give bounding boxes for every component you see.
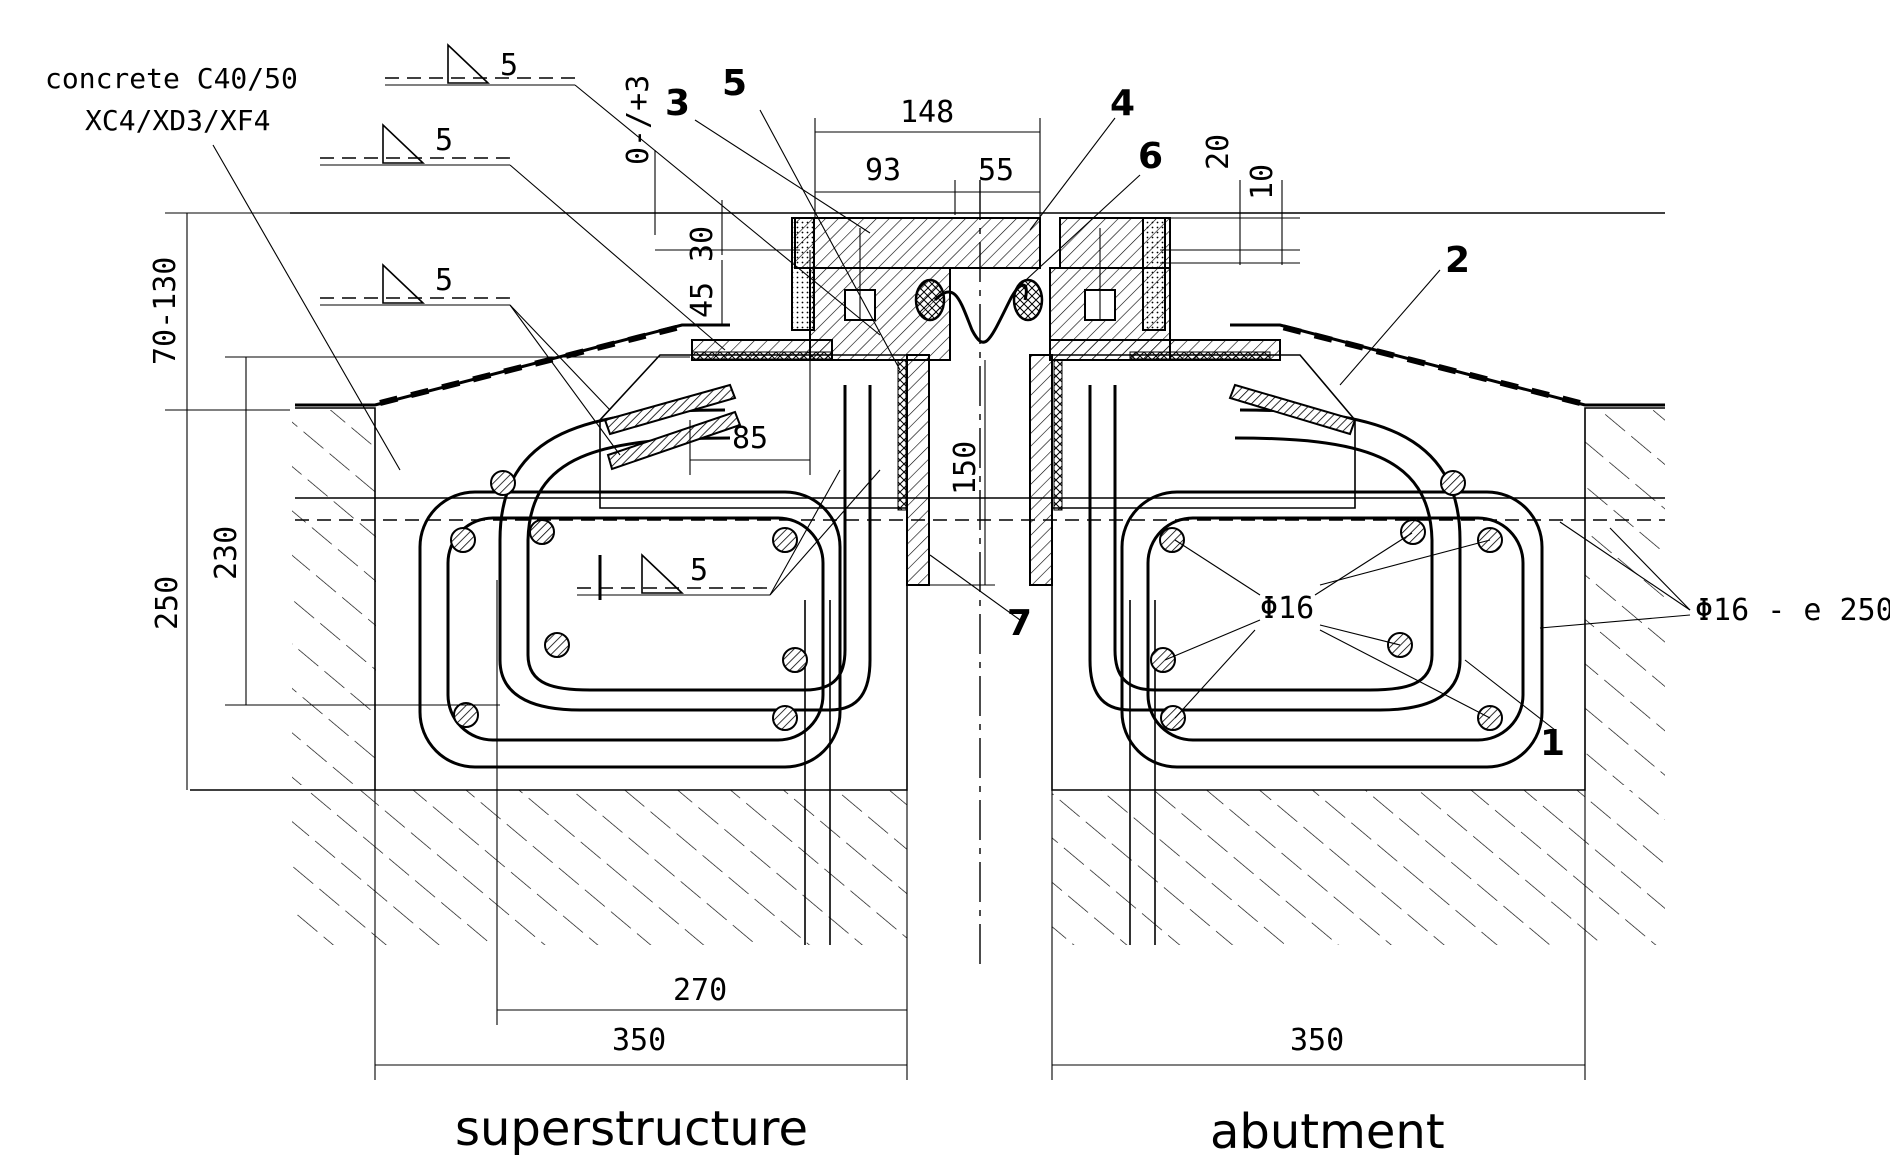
dimension-270: 270: [673, 973, 727, 1008]
callout-1: 1: [1540, 723, 1565, 764]
dimension-30: 30: [685, 226, 720, 262]
weld-triangle-icon: [447, 43, 491, 84]
weld-triangle-icon: [641, 553, 685, 594]
dimension-20: 20: [1201, 134, 1236, 170]
callout-6: 6: [1138, 136, 1163, 177]
callout-7: 7: [1007, 603, 1032, 644]
section-label-abutment: abutment: [1210, 1104, 1445, 1160]
dimension-85: 85: [732, 421, 768, 456]
labels: concrete C40/50 XC4/XD3/XF4 5 5 5 5 148 …: [45, 48, 1890, 1160]
callout-5: 5: [722, 63, 747, 104]
dimension-10: 10: [1245, 164, 1280, 200]
road-surface: [290, 212, 1665, 407]
dimension-lines: [165, 118, 1586, 1080]
rebar-label-phi16-e250: Φ16 - e 250: [1695, 593, 1890, 628]
dimension-0-3: 0-/+3: [621, 75, 656, 165]
weld-size-4: 5: [690, 553, 708, 588]
weld-size-3: 5: [435, 263, 453, 298]
weld-size-2: 5: [435, 123, 453, 158]
steel-profiles: [691, 217, 1281, 586]
dimension-148: 148: [900, 95, 954, 130]
reinforcement-loops: [418, 383, 1544, 945]
dimension-350-left: 350: [612, 1023, 666, 1058]
dimension-250: 250: [150, 576, 185, 630]
weld-triangle-icon: [382, 123, 426, 164]
dimension-350-right: 350: [1290, 1023, 1344, 1058]
dimension-150: 150: [948, 441, 983, 495]
callout-4: 4: [1110, 83, 1135, 124]
concrete-note-line1: concrete C40/50: [45, 62, 298, 95]
weld-triangle-icon: [382, 263, 426, 304]
dimension-45: 45: [685, 282, 720, 318]
dimension-230: 230: [209, 526, 244, 580]
dimension-70-130: 70-130: [148, 257, 183, 365]
weld-symbols: [382, 43, 685, 594]
leader-lines: [212, 77, 1691, 731]
callout-3: 3: [665, 83, 690, 124]
dimension-93: 93: [865, 153, 901, 188]
dimension-55: 55: [978, 153, 1014, 188]
callout-2: 2: [1445, 240, 1470, 281]
weld-size-1: 5: [500, 48, 518, 83]
section-label-superstructure: superstructure: [455, 1101, 808, 1157]
concrete-note-line2: XC4/XD3/XF4: [85, 104, 270, 137]
rebar-label-phi16: Φ16: [1260, 591, 1314, 626]
